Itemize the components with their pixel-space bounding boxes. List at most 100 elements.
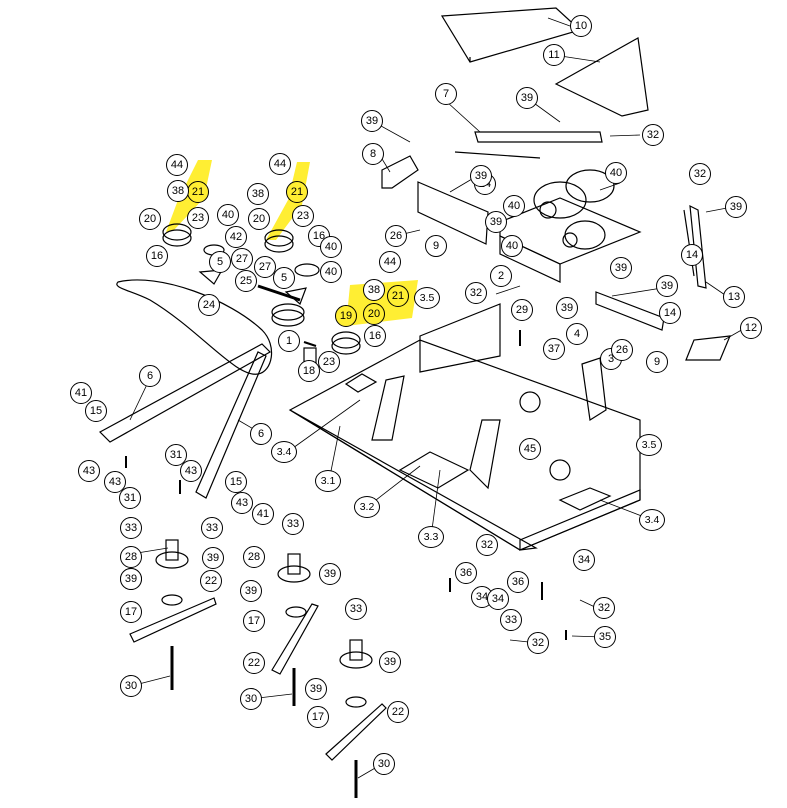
callout-part-32[interactable]: 32 <box>642 124 664 146</box>
callout-part-25[interactable]: 25 <box>235 270 257 292</box>
callout-part-9[interactable]: 9 <box>425 235 447 257</box>
callout-part-39[interactable]: 39 <box>305 678 327 700</box>
callout-part-37[interactable]: 37 <box>543 338 565 360</box>
callout-part-23[interactable]: 23 <box>187 207 209 229</box>
callout-part-39[interactable]: 39 <box>361 110 383 132</box>
callout-part-28[interactable]: 28 <box>120 546 142 568</box>
callout-part-39[interactable]: 39 <box>656 275 678 297</box>
callout-part-39[interactable]: 39 <box>485 211 507 233</box>
callout-part-7[interactable]: 7 <box>435 83 457 105</box>
callout-part-40[interactable]: 40 <box>605 162 627 184</box>
callout-part-20[interactable]: 20 <box>139 208 161 230</box>
callout-part-3-4[interactable]: 3.4 <box>639 509 665 531</box>
callout-part-29[interactable]: 29 <box>511 299 533 321</box>
callout-part-3-5[interactable]: 3.5 <box>414 287 440 309</box>
callout-part-15[interactable]: 15 <box>85 400 107 422</box>
callout-part-38[interactable]: 38 <box>363 279 385 301</box>
callout-part-33[interactable]: 33 <box>201 517 223 539</box>
callout-part-24[interactable]: 24 <box>198 294 220 316</box>
callout-part-30[interactable]: 30 <box>240 688 262 710</box>
callout-part-27[interactable]: 27 <box>231 248 253 270</box>
callout-part-30[interactable]: 30 <box>120 675 142 697</box>
callout-part-34[interactable]: 34 <box>487 588 509 610</box>
callout-part-30[interactable]: 30 <box>373 753 395 775</box>
callout-part-39[interactable]: 39 <box>319 563 341 585</box>
callout-part-44[interactable]: 44 <box>166 154 188 176</box>
callout-part-39[interactable]: 39 <box>610 257 632 279</box>
callout-part-3-3[interactable]: 3.3 <box>418 526 444 548</box>
callout-part-17[interactable]: 17 <box>243 610 265 632</box>
callout-part-12[interactable]: 12 <box>740 317 762 339</box>
callout-part-14[interactable]: 14 <box>659 302 681 324</box>
callout-part-23[interactable]: 23 <box>292 205 314 227</box>
callout-part-43[interactable]: 43 <box>78 460 100 482</box>
callout-part-16[interactable]: 16 <box>146 245 168 267</box>
callout-part-8[interactable]: 8 <box>362 143 384 165</box>
callout-part-10[interactable]: 10 <box>570 15 592 37</box>
callout-part-14[interactable]: 14 <box>681 244 703 266</box>
callout-part-44[interactable]: 44 <box>269 153 291 175</box>
callout-part-36[interactable]: 36 <box>507 571 529 593</box>
callout-part-4[interactable]: 4 <box>566 323 588 345</box>
callout-part-18[interactable]: 18 <box>298 360 320 382</box>
callout-part-40[interactable]: 40 <box>320 261 342 283</box>
callout-part-5[interactable]: 5 <box>273 267 295 289</box>
callout-part-43[interactable]: 43 <box>104 471 126 493</box>
callout-part-1[interactable]: 1 <box>278 330 300 352</box>
callout-part-43[interactable]: 43 <box>180 460 202 482</box>
callout-part-27[interactable]: 27 <box>254 256 276 278</box>
callout-part-39[interactable]: 39 <box>120 568 142 590</box>
callout-part-33[interactable]: 33 <box>500 609 522 631</box>
callout-part-3-2[interactable]: 3.2 <box>354 496 380 518</box>
callout-part-17[interactable]: 17 <box>307 706 329 728</box>
callout-part-15[interactable]: 15 <box>225 471 247 493</box>
callout-part-22[interactable]: 22 <box>200 570 222 592</box>
callout-part-44[interactable]: 44 <box>379 251 401 273</box>
callout-part-43[interactable]: 43 <box>231 492 253 514</box>
callout-part-11[interactable]: 11 <box>543 44 565 66</box>
callout-part-2[interactable]: 2 <box>490 265 512 287</box>
callout-part-21[interactable]: 21 <box>286 181 308 203</box>
callout-part-40[interactable]: 40 <box>503 195 525 217</box>
callout-part-20[interactable]: 20 <box>248 208 270 230</box>
callout-part-32[interactable]: 32 <box>476 534 498 556</box>
callout-part-3-4[interactable]: 3.4 <box>271 441 297 463</box>
callout-part-45[interactable]: 45 <box>519 438 541 460</box>
callout-part-22[interactable]: 22 <box>243 652 265 674</box>
callout-part-21[interactable]: 21 <box>387 285 409 307</box>
callout-part-33[interactable]: 33 <box>282 513 304 535</box>
callout-part-39[interactable]: 39 <box>470 165 492 187</box>
callout-part-32[interactable]: 32 <box>689 163 711 185</box>
callout-part-41[interactable]: 41 <box>252 503 274 525</box>
callout-part-13[interactable]: 13 <box>723 286 745 308</box>
callout-part-28[interactable]: 28 <box>243 546 265 568</box>
callout-part-33[interactable]: 33 <box>120 517 142 539</box>
callout-part-9[interactable]: 9 <box>646 351 668 373</box>
callout-part-32[interactable]: 32 <box>593 597 615 619</box>
callout-part-6[interactable]: 6 <box>139 365 161 387</box>
callout-part-17[interactable]: 17 <box>120 601 142 623</box>
callout-part-36[interactable]: 36 <box>455 562 477 584</box>
callout-part-38[interactable]: 38 <box>167 180 189 202</box>
callout-part-3-5[interactable]: 3.5 <box>636 434 662 456</box>
callout-part-22[interactable]: 22 <box>387 701 409 723</box>
callout-part-39[interactable]: 39 <box>516 87 538 109</box>
callout-part-21[interactable]: 21 <box>187 181 209 203</box>
callout-part-40[interactable]: 40 <box>320 236 342 258</box>
callout-part-42[interactable]: 42 <box>225 226 247 248</box>
callout-part-32[interactable]: 32 <box>527 632 549 654</box>
callout-part-33[interactable]: 33 <box>345 598 367 620</box>
callout-part-40[interactable]: 40 <box>501 235 523 257</box>
callout-part-26[interactable]: 26 <box>385 225 407 247</box>
callout-part-16[interactable]: 16 <box>364 325 386 347</box>
callout-part-39[interactable]: 39 <box>202 547 224 569</box>
callout-part-34[interactable]: 34 <box>573 549 595 571</box>
callout-part-39[interactable]: 39 <box>725 196 747 218</box>
callout-part-6[interactable]: 6 <box>250 423 272 445</box>
callout-part-35[interactable]: 35 <box>594 626 616 648</box>
callout-part-31[interactable]: 31 <box>165 444 187 466</box>
callout-part-31[interactable]: 31 <box>119 487 141 509</box>
callout-part-39[interactable]: 39 <box>379 651 401 673</box>
callout-part-41[interactable]: 41 <box>70 382 92 404</box>
callout-part-38[interactable]: 38 <box>247 183 269 205</box>
